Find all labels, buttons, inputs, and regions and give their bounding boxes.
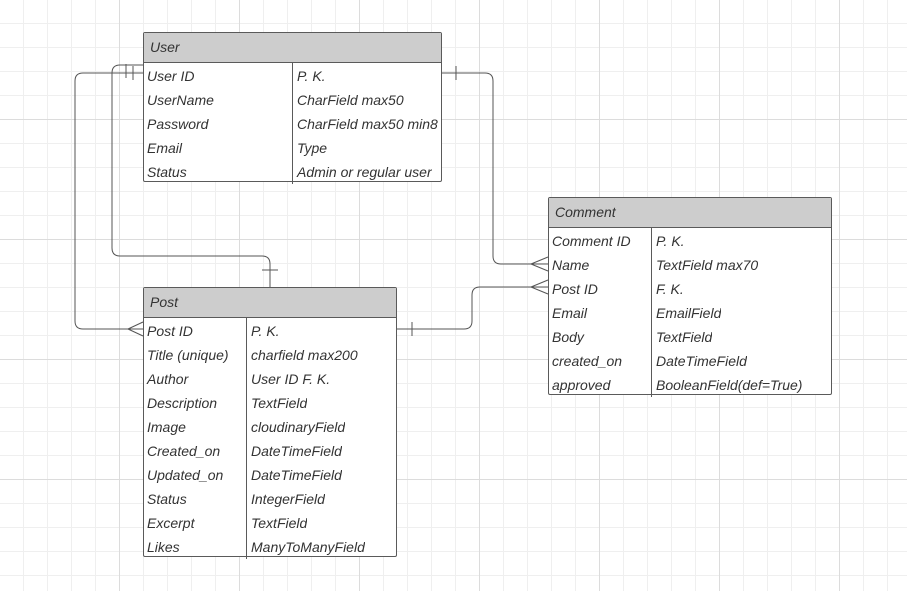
crowfoot-marker <box>127 321 144 337</box>
field-name: Image <box>147 419 186 435</box>
table-row: Name TextField max70 <box>549 253 831 277</box>
connector-post-to-user <box>74 72 143 330</box>
field-name: Excerpt <box>147 515 195 531</box>
field-name: Email <box>147 140 183 156</box>
field-type: P. K. <box>251 323 280 339</box>
field-name: Post ID <box>147 323 193 339</box>
field-name: Created_on <box>147 443 221 459</box>
table-row: Post ID P. K. <box>144 319 396 343</box>
entity-comment-body: Comment ID P. K. Name TextField max70 Po… <box>549 228 831 397</box>
table-row: Title (unique) charfield max200 <box>144 343 396 367</box>
connector-post-to-comment <box>397 286 548 330</box>
field-name: Email <box>552 305 588 321</box>
entity-user[interactable]: User User ID P. K. UserName CharField ma… <box>143 32 442 184</box>
field-type: Type <box>297 140 328 156</box>
table-row: Likes ManyToManyField <box>144 535 396 559</box>
field-name: Body <box>552 329 584 345</box>
table-row: Updated_on DateTimeField <box>144 463 396 487</box>
field-type: CharField max50 <box>297 92 404 108</box>
field-name: Author <box>147 371 189 387</box>
field-type: User ID F. K. <box>251 371 331 387</box>
field-name: Password <box>147 116 209 132</box>
field-type: CharField max50 min8 <box>297 116 438 132</box>
entity-user-title: User <box>144 33 441 63</box>
table-row: Body TextField <box>549 325 831 349</box>
table-row: Status Admin or regular user <box>144 160 441 184</box>
field-name: Updated_on <box>147 467 224 483</box>
field-name: Comment ID <box>552 233 631 249</box>
field-type: F. K. <box>656 281 684 297</box>
table-row: Password CharField max50 min8 <box>144 112 441 136</box>
field-name: approved <box>552 377 611 393</box>
entity-comment-title: Comment <box>549 198 831 228</box>
field-name: Description <box>147 395 218 411</box>
field-type: charfield max200 <box>251 347 358 363</box>
entity-user-body: User ID P. K. UserName CharField max50 P… <box>144 63 441 184</box>
field-type: P. K. <box>656 233 685 249</box>
entity-comment[interactable]: Comment Comment ID P. K. Name TextField … <box>548 197 832 397</box>
field-type: TextField max70 <box>656 257 759 273</box>
table-row: User ID P. K. <box>144 64 441 88</box>
field-name: User ID <box>147 68 195 84</box>
field-name: Status <box>147 164 187 180</box>
field-name: Status <box>147 491 187 507</box>
field-type: cloudinaryField <box>251 419 346 435</box>
field-type: DateTimeField <box>251 443 342 459</box>
table-row: Status IntegerField <box>144 487 396 511</box>
field-type: P. K. <box>297 68 326 84</box>
column-divider <box>651 228 652 397</box>
field-type: TextField <box>251 515 308 531</box>
table-row: Created_on DateTimeField <box>144 439 396 463</box>
table-row: Email EmailField <box>549 301 831 325</box>
field-name: UserName <box>147 92 214 108</box>
table-row: UserName CharField max50 <box>144 88 441 112</box>
table-row: Description TextField <box>144 391 396 415</box>
crowfoot-marker <box>530 256 549 272</box>
table-row: approved BooleanField(def=True) <box>549 373 831 397</box>
table-row: Post ID F. K. <box>549 277 831 301</box>
crowfoot-marker <box>530 279 549 295</box>
field-type: ManyToManyField <box>251 539 365 555</box>
entity-post[interactable]: Post Post ID P. K. Title (unique) charfi… <box>143 287 397 559</box>
field-name: Post ID <box>552 281 598 297</box>
table-row: Author User ID F. K. <box>144 367 396 391</box>
field-type: DateTimeField <box>656 353 747 369</box>
column-divider <box>292 63 293 184</box>
entity-post-body: Post ID P. K. Title (unique) charfield m… <box>144 318 396 559</box>
connector-user-to-comment <box>442 72 548 265</box>
field-type: BooleanField(def=True) <box>656 377 803 393</box>
field-type: TextField <box>251 395 308 411</box>
column-divider <box>246 318 247 559</box>
field-type: Admin or regular user <box>297 164 432 180</box>
field-type: TextField <box>656 329 713 345</box>
field-name: Name <box>552 257 590 273</box>
field-name: Likes <box>147 539 180 555</box>
table-row: Image cloudinaryField <box>144 415 396 439</box>
field-name: created_on <box>552 353 623 369</box>
table-row: created_on DateTimeField <box>549 349 831 373</box>
field-type: DateTimeField <box>251 467 342 483</box>
entity-post-title: Post <box>144 288 396 318</box>
table-row: Email Type <box>144 136 441 160</box>
table-row: Excerpt TextField <box>144 511 396 535</box>
field-type: EmailField <box>656 305 722 321</box>
table-row: Comment ID P. K. <box>549 229 831 253</box>
field-name: Title (unique) <box>147 347 229 363</box>
field-type: IntegerField <box>251 491 325 507</box>
